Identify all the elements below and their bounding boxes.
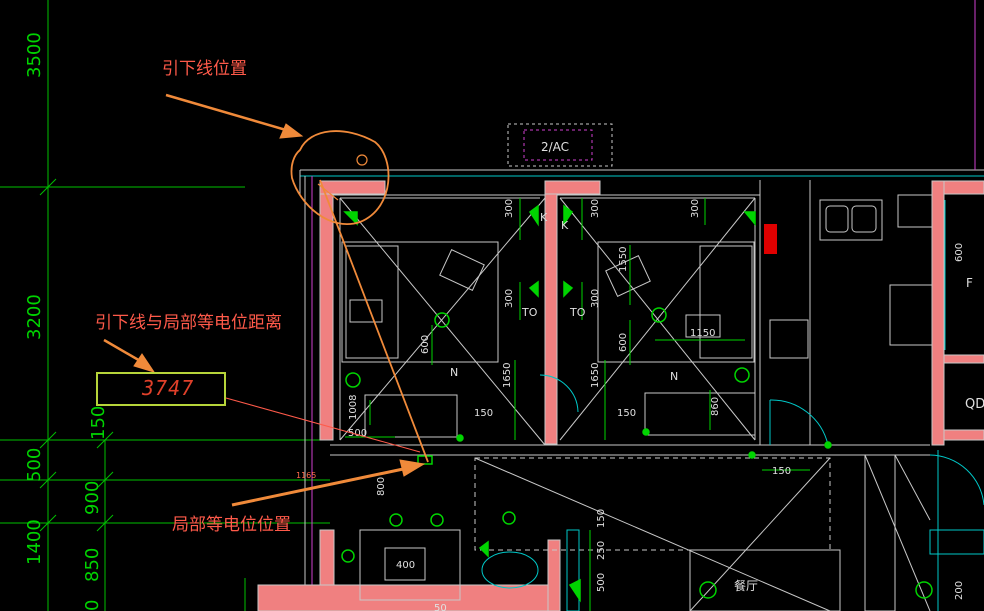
wall-left-column <box>319 193 334 441</box>
red-tag <box>764 224 777 254</box>
annotation-arrows <box>103 93 426 507</box>
grid-lines <box>0 0 330 611</box>
dim-500-b: 500 <box>596 573 607 592</box>
axis-dim-500: 500 <box>24 448 45 482</box>
dim-800: 800 <box>376 477 387 496</box>
dim-300-e: 300 <box>590 289 601 308</box>
dimension-lines <box>345 198 810 611</box>
label-k-left: K <box>540 211 548 224</box>
arrow-head-leb <box>399 459 426 477</box>
label-k-right: K <box>561 219 569 232</box>
axis-dim-0: 0 <box>82 600 103 611</box>
axis-dim-1400: 1400 <box>24 519 45 565</box>
electrical-symbols <box>341 204 933 603</box>
measured-distance-box: 3747 <box>96 372 226 406</box>
door-swings <box>481 200 984 611</box>
plan-labels: K K TO TO N N F QD 餐厅 <box>450 211 984 593</box>
label-to-left: TO <box>521 306 538 319</box>
label-n-left: N <box>450 366 458 379</box>
dim-150-a: 150 <box>474 408 493 419</box>
dim-600-a: 600 <box>420 335 431 354</box>
dim-300-b: 300 <box>590 199 601 218</box>
wall-top-left <box>319 180 386 195</box>
dim-1650-a: 1650 <box>502 363 513 388</box>
axis-dimensions: 3500 3200 500 1400 150 900 850 0 <box>24 32 109 611</box>
annotation-downlead-to-leb-distance: 引下线与局部等电位距离 <box>95 313 282 333</box>
dim-1165: 1165 <box>296 471 316 480</box>
label-qd: QD <box>965 397 984 412</box>
measured-distance-value: 3747 <box>142 376 195 400</box>
wall-right-top <box>943 180 984 195</box>
ac-label: 2/AC <box>541 140 569 154</box>
room-lines <box>339 194 933 611</box>
dim-250: 250 <box>596 541 607 560</box>
wall-right-column <box>931 180 945 446</box>
dim-300-c: 300 <box>690 199 701 218</box>
ac-unit: 2/AC <box>507 123 613 167</box>
dim-1650-b: 1650 <box>590 363 601 388</box>
dim-1550: 1550 <box>618 247 629 272</box>
axis-dim-850: 850 <box>82 548 103 582</box>
dim-500-a: 500 <box>348 428 367 439</box>
axis-dim-3500: 3500 <box>24 32 45 78</box>
dim-150-b: 150 <box>617 408 636 419</box>
dim-50: 50 <box>434 603 447 611</box>
wall-bottom <box>257 584 559 611</box>
label-living: 餐厅 <box>734 578 758 593</box>
dim-300-a: 300 <box>504 199 515 218</box>
label-f: F <box>966 276 973 290</box>
downlead-leader-line <box>319 179 429 463</box>
axis-dim-3200: 3200 <box>24 294 45 340</box>
wall-bottom-right <box>547 539 561 611</box>
axis-dim-900: 900 <box>82 481 103 515</box>
walls <box>257 180 984 611</box>
dim-200: 200 <box>954 581 965 600</box>
dim-860: 860 <box>710 397 721 416</box>
dim-150-c: 150 <box>772 466 791 477</box>
annotation-leb-position: 局部等电位位置 <box>172 515 291 535</box>
wall-mid-column <box>544 193 558 445</box>
dim-1008: 1008 <box>348 395 359 420</box>
outline-lines <box>299 0 984 611</box>
label-n-right: N <box>670 370 678 383</box>
dim-150-d: 150 <box>596 509 607 528</box>
dim-600-c: 600 <box>954 243 965 262</box>
wall-right-mid <box>943 354 984 364</box>
axis-dim-150: 150 <box>88 406 109 440</box>
downlead-circle <box>290 130 390 225</box>
wall-right-lower <box>943 429 984 441</box>
label-to-right: TO <box>569 306 586 319</box>
arrow-head-distance <box>133 353 156 373</box>
dim-1150: 1150 <box>690 328 715 339</box>
wall-top-mid <box>544 180 601 195</box>
downlead-markers <box>290 130 429 463</box>
dim-300-d: 300 <box>504 289 515 308</box>
dim-600-b: 600 <box>618 333 629 352</box>
plan-dimensions: 300 300 300 300 300 1550 600 1150 600 16… <box>296 199 965 611</box>
annotation-downlead-position: 引下线位置 <box>162 59 247 79</box>
dim-400: 400 <box>396 560 415 571</box>
arrow-head-downlead <box>279 123 304 139</box>
